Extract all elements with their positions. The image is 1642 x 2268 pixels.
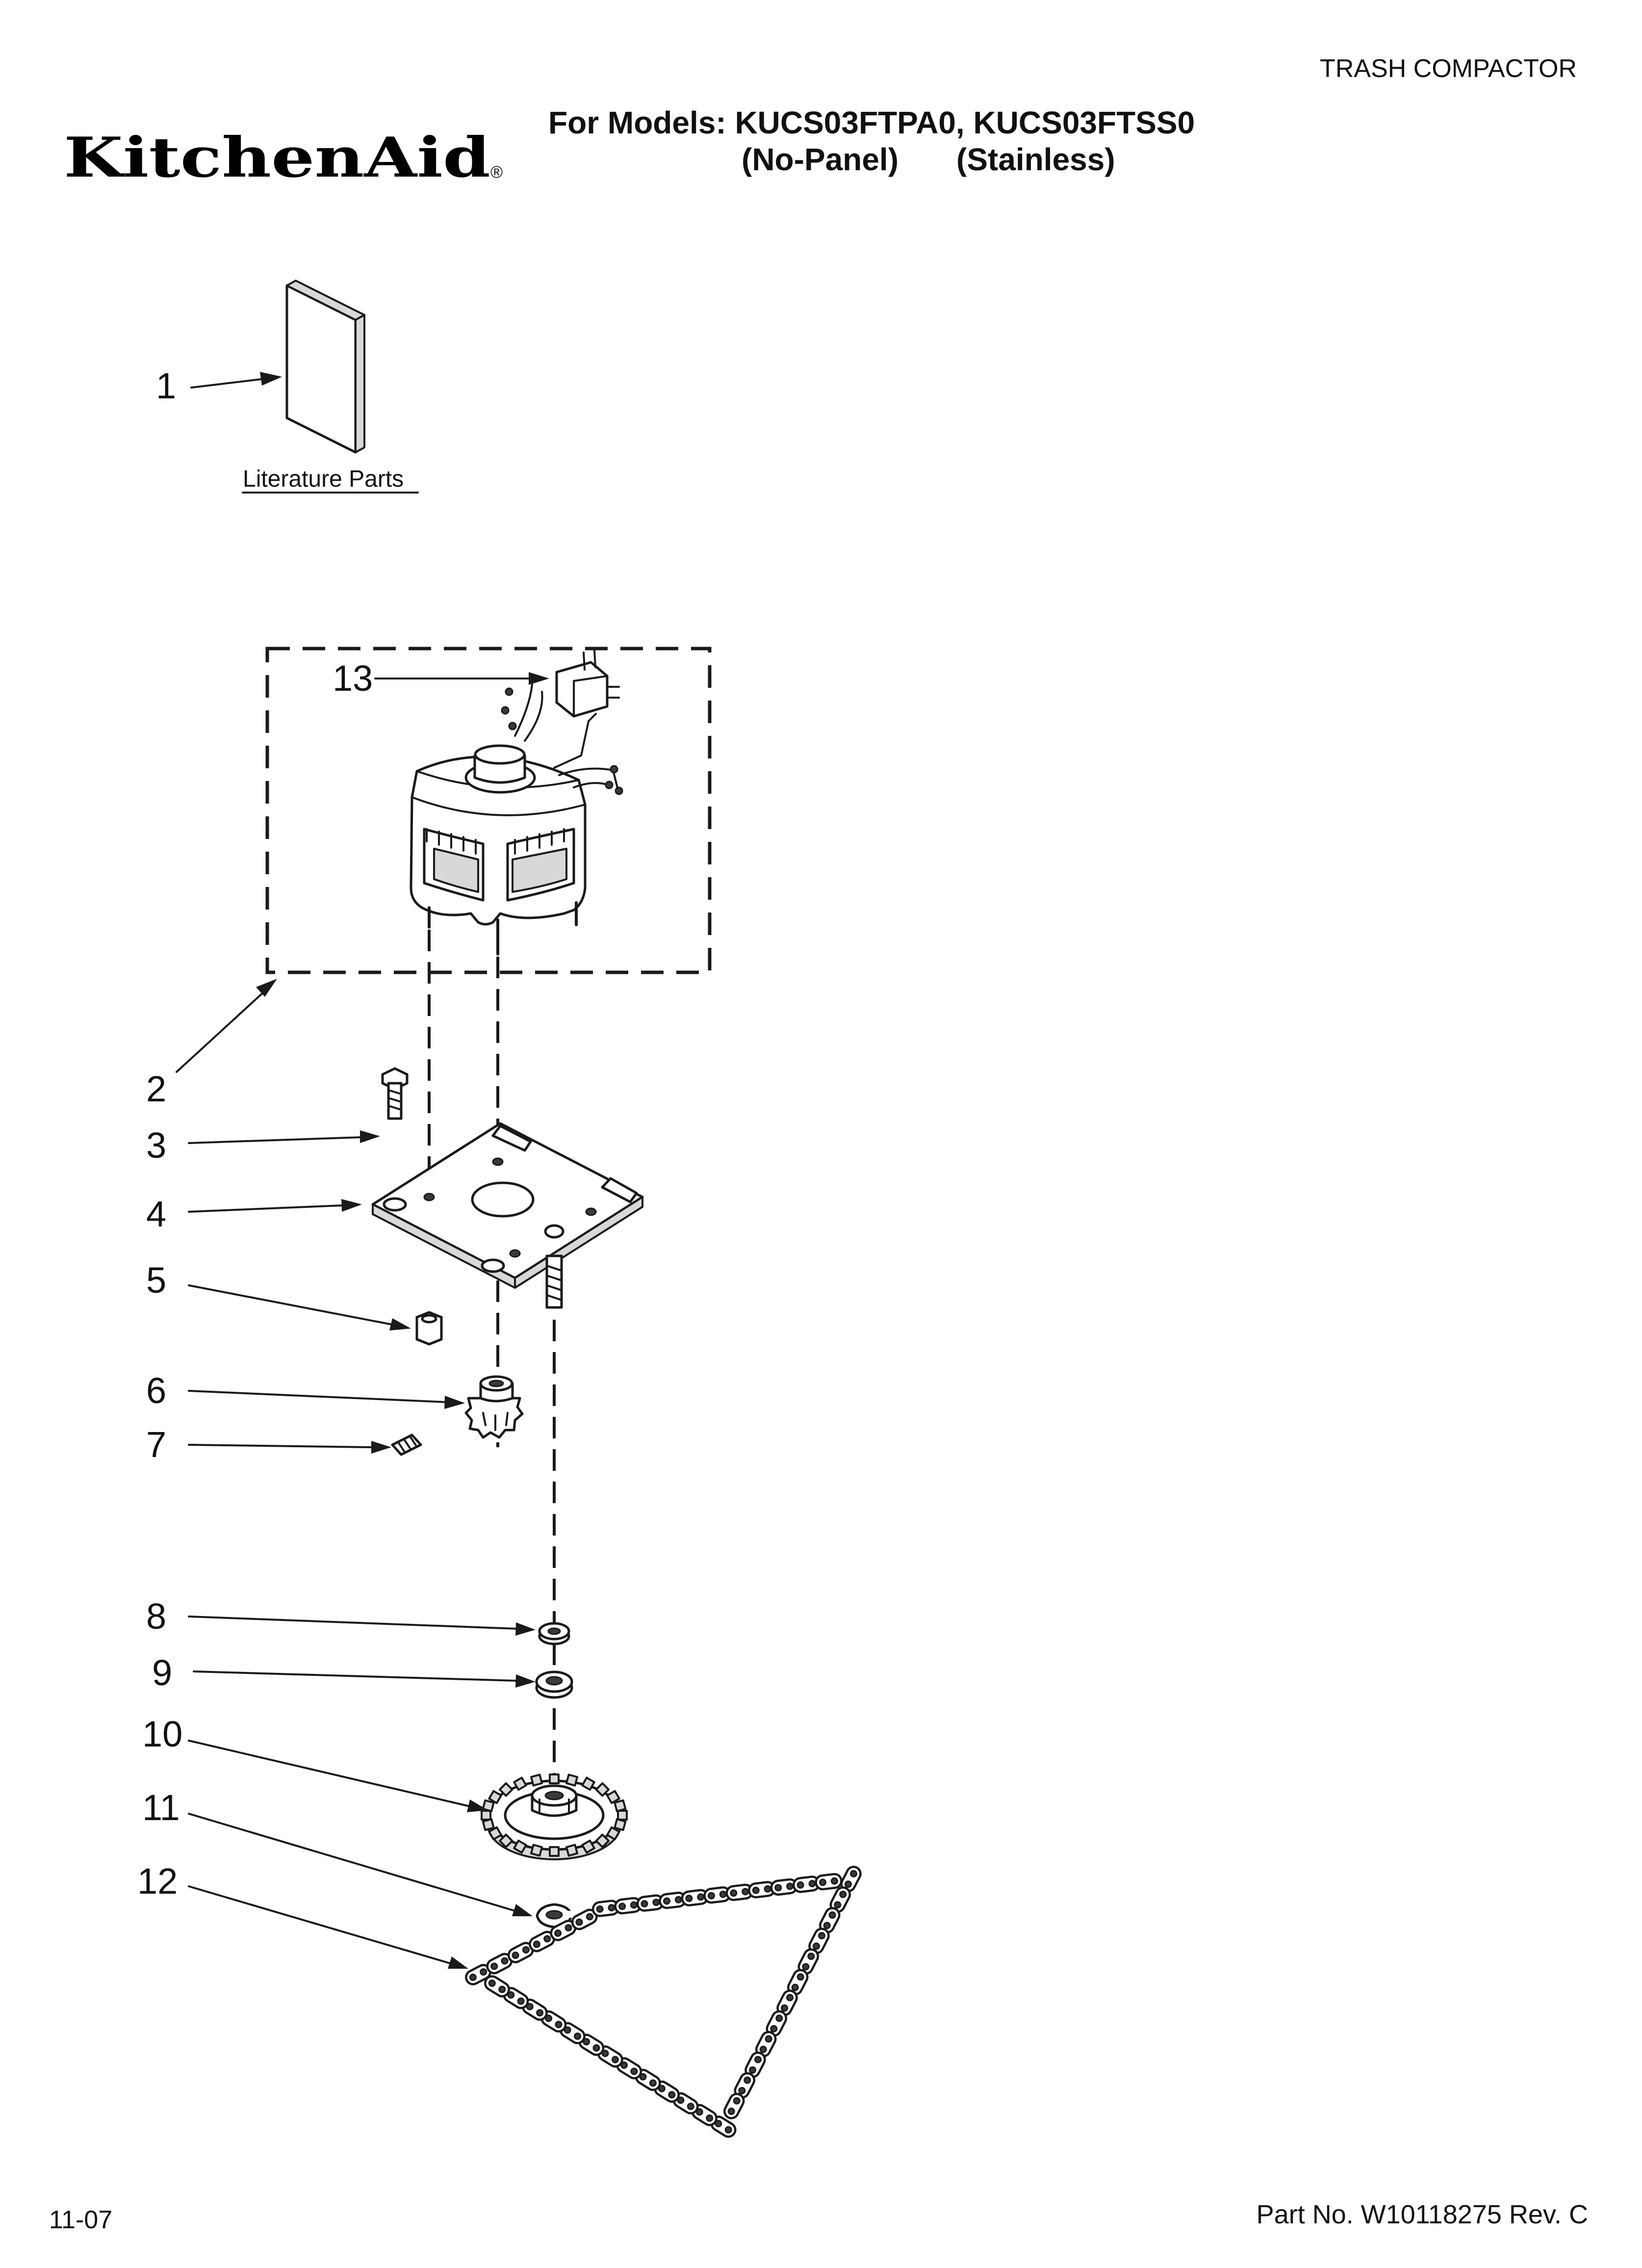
chain-link [819, 1907, 841, 1934]
chain-link [776, 1989, 798, 2016]
sprocket-tooth [606, 1826, 620, 1841]
sprocket-tooth [595, 1833, 610, 1849]
callout-1: 1 [156, 365, 176, 406]
callout-13: 13 [333, 658, 373, 699]
chain-link [710, 2115, 737, 2138]
sprocket-tooth [565, 1844, 579, 1857]
sprocket-tooth [581, 1776, 595, 1791]
sprocket-tooth [581, 1839, 595, 1854]
drive-pinion-gear [464, 1375, 524, 1439]
sprocket-tooth [482, 1818, 495, 1831]
sprocket-tooth [595, 1782, 610, 1797]
literature-parts-label: Literature Parts [243, 466, 404, 492]
chain-link [723, 2092, 745, 2119]
callout-3: 3 [146, 1125, 166, 1166]
part-number: Part No. W10118275 Rev. C [1257, 2200, 1588, 2229]
sprocket-tooth [549, 1846, 560, 1857]
chain-link [672, 2092, 699, 2114]
callout-6: 6 [146, 1370, 166, 1411]
motor [410, 683, 623, 956]
sprocket-tooth [565, 1773, 579, 1787]
sprocket-tooth [617, 1810, 628, 1821]
brand-registered-mark: ® [490, 163, 503, 182]
date-code: 11-07 [49, 2206, 112, 2234]
sprocket-tooth [481, 1810, 491, 1821]
small-washer [538, 1622, 570, 1645]
hex-nut [415, 1311, 443, 1346]
sprocket-tooth [614, 1818, 627, 1831]
literature-parts-booklet [285, 280, 365, 454]
brand-logo: KitchenAid [64, 126, 490, 190]
retaining-ring [536, 1903, 573, 1929]
sprocket-tooth [513, 1776, 527, 1791]
mounting-screw [381, 1067, 409, 1120]
mounting-stud [545, 1254, 563, 1309]
chain-link [770, 1878, 798, 1896]
category-label: TRASH COMPACTOR [1320, 54, 1577, 83]
chain-link [654, 2080, 680, 2103]
callout-5: 5 [146, 1260, 166, 1301]
callout-12: 12 [137, 1861, 178, 1902]
callout-9: 9 [152, 1652, 172, 1693]
sprocket-tooth [530, 1844, 543, 1857]
wire-connector [555, 650, 620, 718]
set-screw [391, 1434, 422, 1456]
models-line: For Models: KUCS03FTPA0, KUCS03FTSS0 [548, 105, 1195, 140]
chain-link [484, 1975, 510, 1998]
sprocket-tooth [498, 1833, 513, 1849]
callout-8: 8 [146, 1596, 166, 1637]
callout-11: 11 [142, 1787, 180, 1828]
sprocket-tooth [488, 1790, 502, 1804]
sprocket-tooth [488, 1826, 502, 1841]
sprocket-tooth [549, 1773, 560, 1784]
chain-link [591, 1900, 620, 1917]
chain-link [635, 2069, 661, 2091]
roller-chain [465, 1866, 862, 2138]
callout-4: 4 [146, 1194, 166, 1234]
chain-link [529, 1930, 555, 1953]
sprocket-tooth [513, 1839, 527, 1854]
large-washer [535, 1670, 573, 1699]
chain-link [614, 1897, 642, 1915]
callout-10: 10 [142, 1714, 182, 1754]
chain-link [507, 1942, 534, 1963]
callout-2: 2 [146, 1069, 166, 1109]
motor-mounting-plate [371, 1122, 644, 1289]
variant-stainless: (Stainless) [956, 142, 1115, 177]
leader-lines [176, 372, 549, 1969]
drive-sprocket [481, 1773, 628, 1860]
callout-7: 7 [146, 1424, 166, 1465]
variant-no-panel: (No-Panel) [742, 142, 898, 177]
sprocket-tooth [530, 1773, 543, 1787]
chain-link [550, 1920, 577, 1941]
sprocket-tooth [606, 1790, 620, 1804]
motor-assembly-boundary [265, 647, 712, 974]
sprocket-tooth [614, 1799, 627, 1812]
sprocket-tooth [498, 1782, 513, 1797]
chain-link [815, 1873, 843, 1891]
